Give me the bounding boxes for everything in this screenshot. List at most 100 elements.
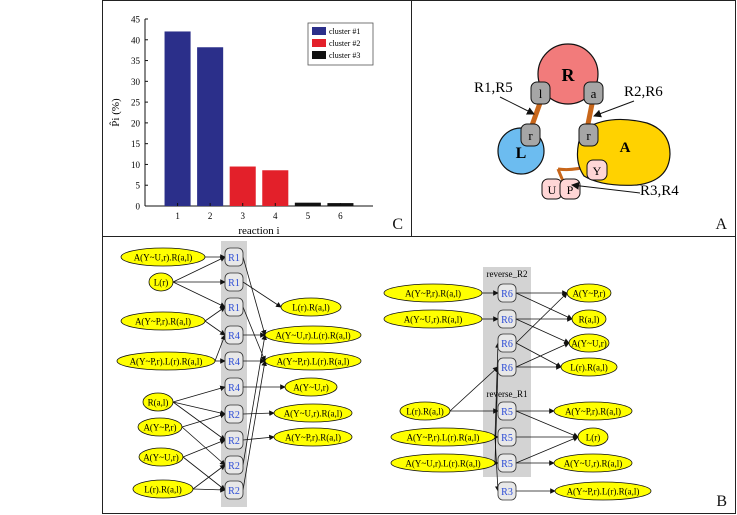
reaction-edge xyxy=(182,439,226,458)
site-l xyxy=(530,81,551,105)
reaction-edge xyxy=(181,412,226,428)
rule-label: R6 xyxy=(501,315,513,326)
reaction-edge xyxy=(192,464,226,490)
legend-label: cluster #3 xyxy=(329,51,360,60)
species-node xyxy=(264,351,362,371)
rule-label: R3 xyxy=(501,487,513,498)
rule-node xyxy=(224,455,244,475)
reaction-edge xyxy=(449,366,499,412)
x-tick-label: 3 xyxy=(240,211,245,221)
species-node xyxy=(568,333,610,353)
species-label: A(Y~U,r).R(a,l) xyxy=(404,315,463,325)
legend-swatch xyxy=(312,51,326,59)
species-node xyxy=(138,447,184,467)
rule-label: R2 xyxy=(228,410,240,421)
rule-node xyxy=(224,325,244,345)
rule-label: R2 xyxy=(228,436,240,447)
species-label: A(Y~P,r) xyxy=(572,289,605,299)
x-tick-label: 1 xyxy=(175,211,180,221)
species-label: A(Y~P,r).R(a,l) xyxy=(135,317,191,327)
species-node xyxy=(571,309,607,329)
reaction-network: reverse_R2reverse_R1A(Y~U,r).R(a,l)L(r)A… xyxy=(116,241,652,507)
bar xyxy=(164,31,191,206)
rule-label: R5 xyxy=(501,459,513,470)
species-node xyxy=(116,351,216,371)
bar xyxy=(262,170,289,206)
species-label: L(r).R(a,l) xyxy=(570,363,607,373)
species-label: A(Y~P,r).L(r).R(a,l) xyxy=(407,433,480,443)
site-a xyxy=(583,81,604,105)
species-label: A(Y~P,r).R(a,l) xyxy=(565,407,621,417)
site-a-label: a xyxy=(591,86,597,101)
species-node xyxy=(566,283,612,303)
reaction-edge xyxy=(494,436,501,492)
species-node xyxy=(280,297,342,317)
species-label: A(Y~U,r).L(r).R(a,l) xyxy=(275,331,350,341)
x-tick-label: 2 xyxy=(208,211,213,221)
species-label: A(Y~P,r).L(r).R(a,l) xyxy=(567,487,640,497)
site-y-label: Y xyxy=(593,164,602,178)
site-r-a xyxy=(578,123,599,147)
callout-r1-r5: R1,R5 xyxy=(474,80,513,96)
species-label: R(a,l) xyxy=(148,398,169,408)
y-tick-label: 30 xyxy=(131,77,141,87)
rule-node xyxy=(224,430,244,450)
rule-label: R6 xyxy=(501,289,513,300)
site-r-a-label: r xyxy=(586,128,591,143)
rule-node xyxy=(497,401,517,421)
y-tick-label: 10 xyxy=(131,160,141,170)
y-tick-label: 15 xyxy=(131,139,141,149)
species-label: A(Y~U,r) xyxy=(143,453,179,463)
rule-node xyxy=(497,357,517,377)
species-node xyxy=(383,283,483,303)
molecule-r xyxy=(537,43,599,105)
rule-node xyxy=(224,480,244,500)
rule-label: R5 xyxy=(501,407,513,418)
panel-a: R L A l a r r Y U P R1,R5 R2,R6 R3,R4 A xyxy=(411,0,736,237)
species-label: A(Y~U,r).R(a,l) xyxy=(564,459,623,469)
species-label: A(Y~U,r).R(a,l) xyxy=(284,409,343,419)
species-node xyxy=(148,272,174,292)
x-tick-label: 5 xyxy=(306,211,311,221)
species-label: R(a,l) xyxy=(579,315,600,325)
rule-label: R2 xyxy=(228,486,240,497)
reaction-edge xyxy=(515,342,562,368)
y-tick-label: 45 xyxy=(131,15,141,25)
x-axis-label: reaction i xyxy=(238,225,279,237)
molecule-r-label: R xyxy=(562,65,576,85)
reaction-edge xyxy=(204,320,226,336)
reaction-edge xyxy=(515,342,570,368)
rule-node xyxy=(224,297,244,317)
rule-node xyxy=(224,351,244,371)
species-node xyxy=(142,392,174,412)
species-node xyxy=(137,417,183,437)
species-node xyxy=(554,481,652,501)
rule-label: R4 xyxy=(228,331,240,342)
reaction-edge xyxy=(172,281,226,308)
rule-label: R6 xyxy=(501,339,513,350)
species-label: A(Y~P,r).R(a,l) xyxy=(405,289,461,299)
rule-label: R1 xyxy=(228,303,240,314)
molecule-a-label: A xyxy=(620,140,631,156)
reaction-edge xyxy=(515,292,568,344)
legend-label: cluster #2 xyxy=(329,39,360,48)
callout-arrow-r3-r4 xyxy=(571,181,641,194)
y-tick-label: 35 xyxy=(131,56,141,66)
species-label: A(Y~P,r) xyxy=(143,423,176,433)
species-node xyxy=(132,479,194,499)
rule-node xyxy=(497,427,517,447)
reaction-edge xyxy=(242,281,282,308)
site-u-label: U xyxy=(548,183,557,197)
site-r-l xyxy=(520,123,541,147)
rule-node xyxy=(497,283,517,303)
species-node xyxy=(577,427,609,447)
reaction-edge xyxy=(182,456,226,491)
reaction-edge xyxy=(515,436,579,464)
species-label: L(r).R(a,l) xyxy=(144,485,181,495)
x-tick-label: 6 xyxy=(338,211,343,221)
rule-label: R4 xyxy=(228,357,240,368)
panel-letter-a: A xyxy=(715,216,727,233)
reaction-edge xyxy=(172,401,226,441)
bar xyxy=(197,47,224,206)
